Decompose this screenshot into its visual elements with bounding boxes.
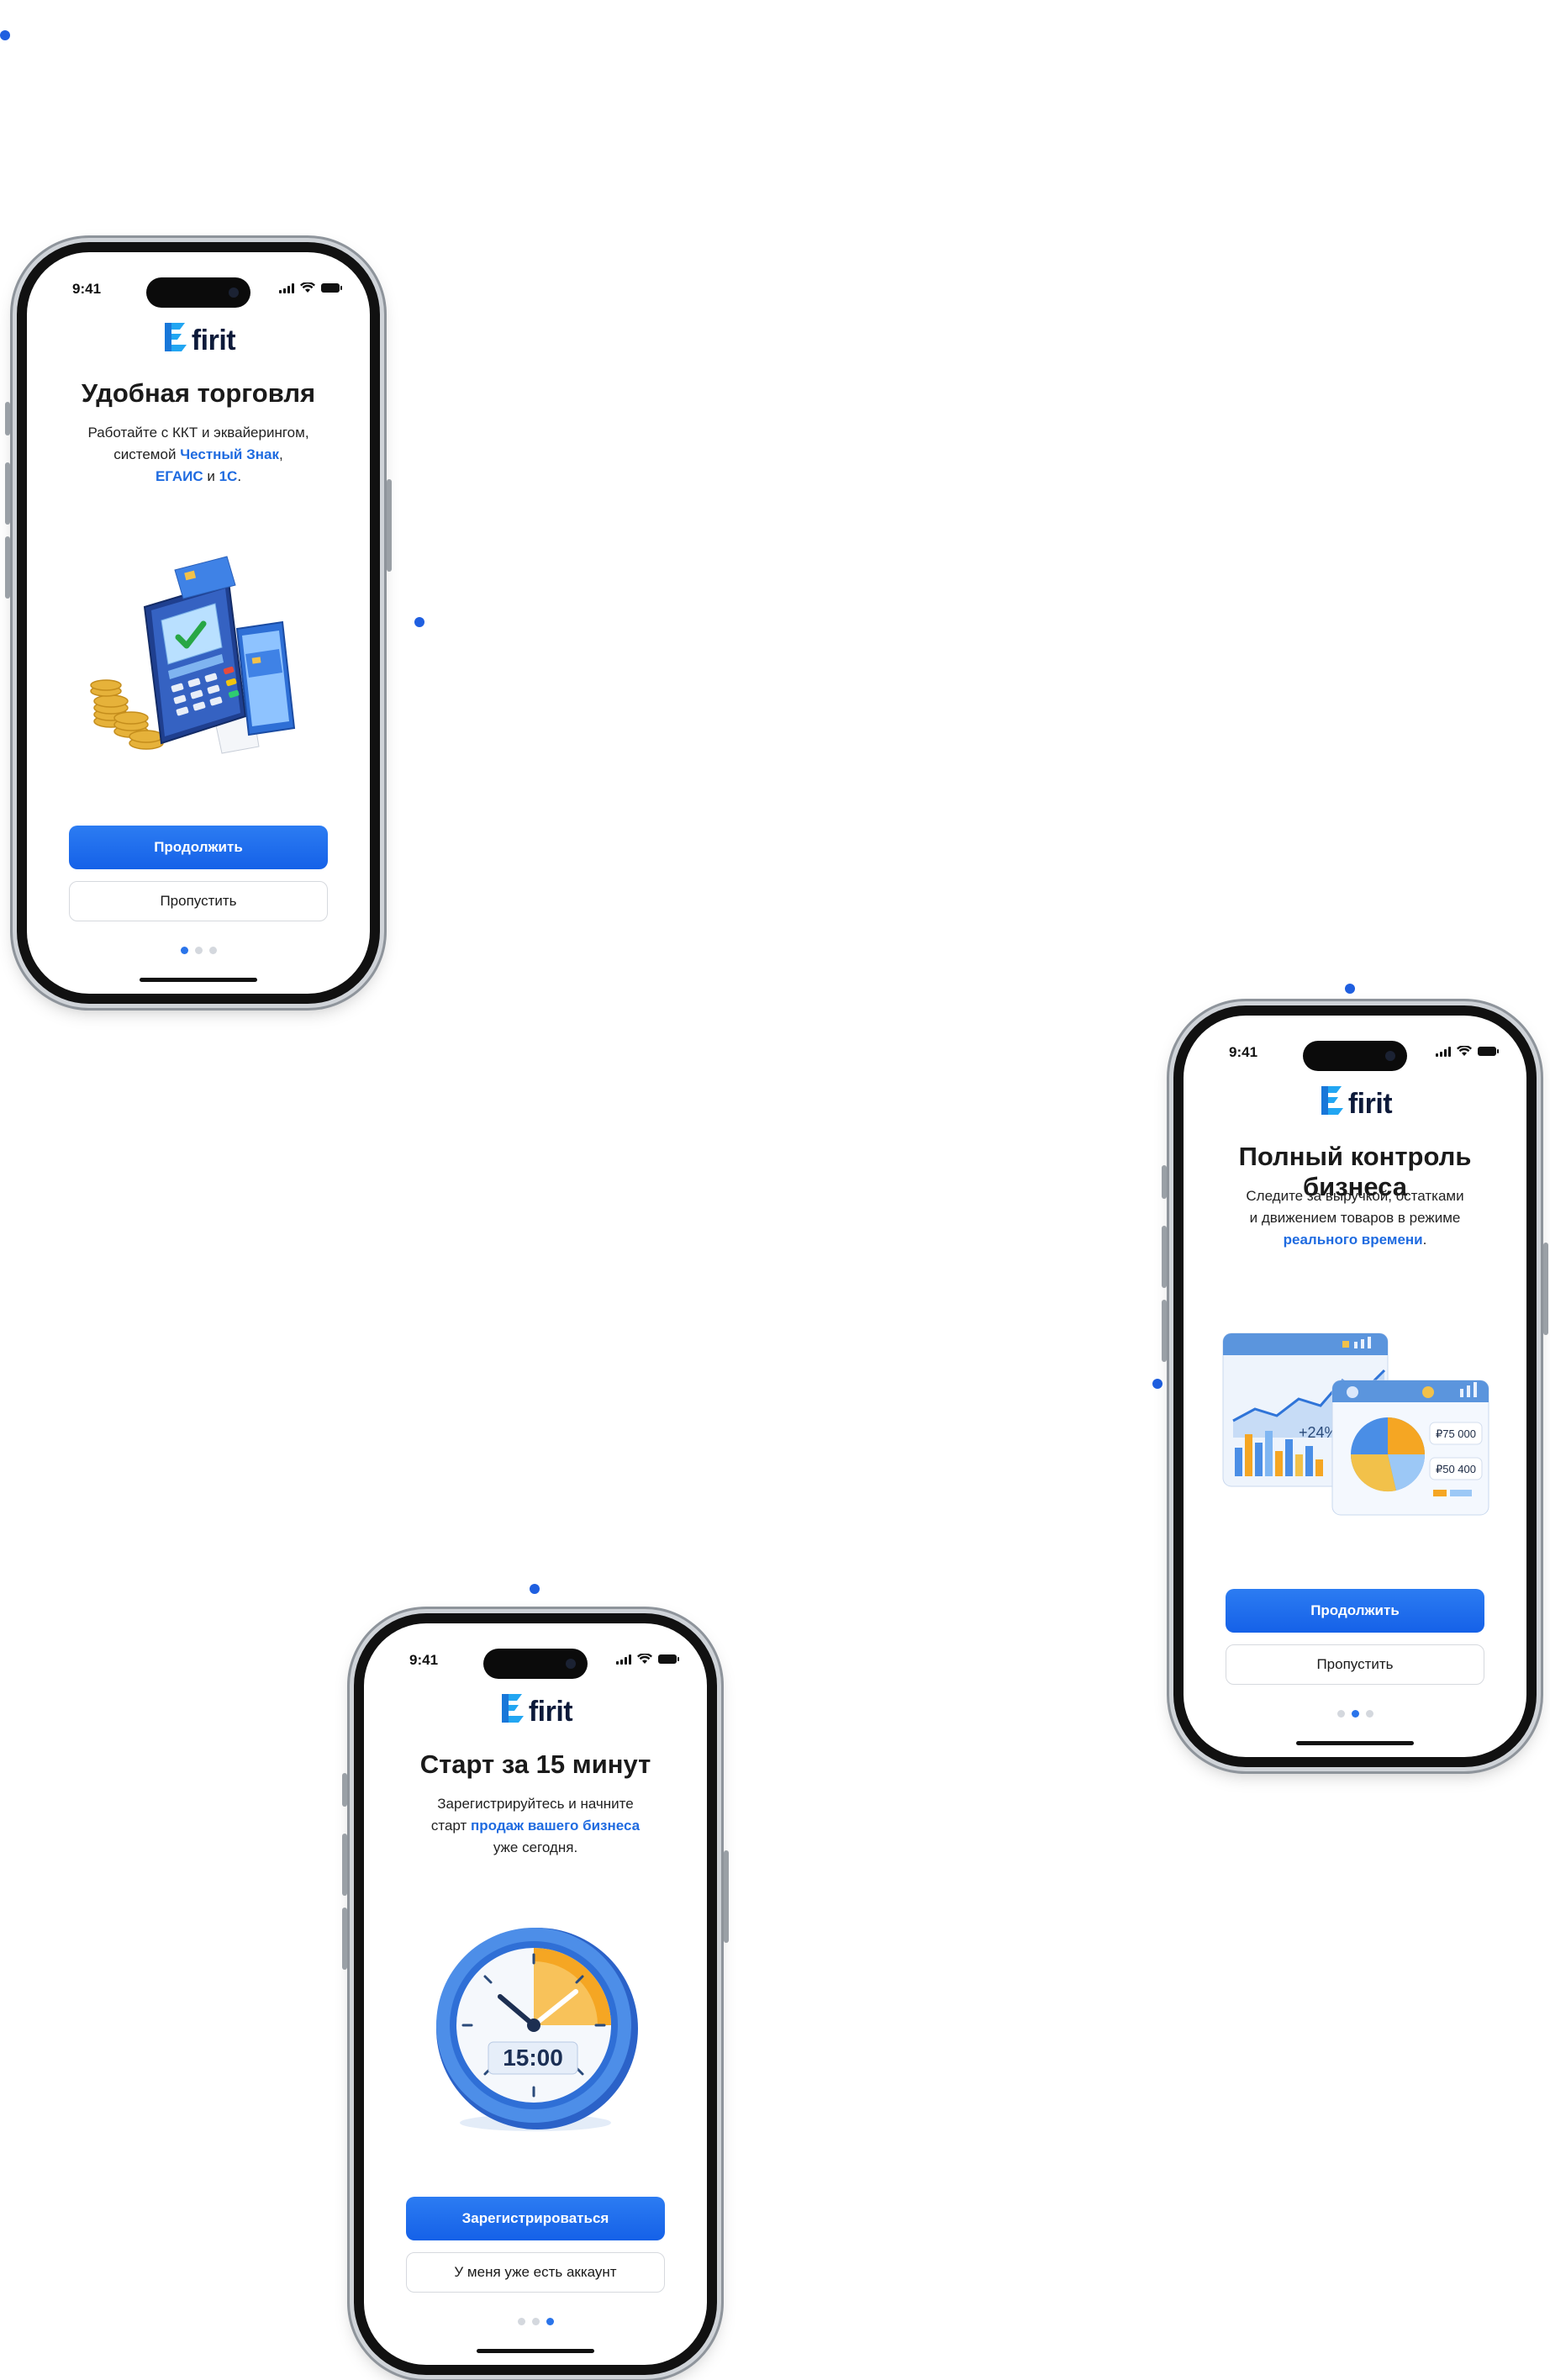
link-egais[interactable]: ЕГАИС [155, 468, 203, 484]
screen: 9:41 firit Старт за 15 минут Зарегистрир… [364, 1623, 707, 2365]
home-indicator [140, 978, 257, 982]
status-time: 9:41 [72, 281, 102, 297]
page-indicator [1184, 1710, 1526, 1718]
status-time: 9:41 [1229, 1044, 1258, 1060]
link-realtime[interactable]: реального времени [1283, 1232, 1423, 1248]
payment-terminal-icon [90, 556, 296, 754]
screen: 9:41 firit Удобная торговля Работайте с … [27, 252, 370, 994]
battery-icon [321, 283, 342, 293]
value-pill-2: ₽50 400 [1436, 1463, 1476, 1475]
decor-dot [1345, 984, 1355, 994]
signal-icon [279, 282, 294, 293]
phone-onboarding-1: 9:41 firit Удобная торговля Работайте с … [5, 242, 392, 1004]
signal-icon [1436, 1046, 1451, 1057]
have-account-button[interactable]: У меня уже есть аккаунт [406, 2252, 665, 2293]
skip-button[interactable]: Пропустить [69, 881, 328, 921]
clock-icon: 15:00 [436, 1928, 638, 2131]
page-title: Старт за 15 минут [419, 1749, 651, 1779]
decor-dot [414, 617, 424, 627]
continue-button[interactable]: Продолжить [69, 826, 328, 869]
page-description: Зарегистрируйтесь и начните старт продаж… [430, 1796, 641, 1855]
page-description: Следите за выручкой, остатками и движени… [1246, 1188, 1464, 1248]
page-dot-active [180, 947, 188, 954]
efirit-logo-mark-icon [501, 1694, 524, 1723]
efirit-logo: firit [1184, 1083, 1526, 1118]
register-button[interactable]: Зарегистрироваться [406, 2197, 665, 2240]
decor-dot [0, 30, 10, 40]
link-sales[interactable]: продаж вашего бизнеса [471, 1818, 641, 1834]
page-description: Работайте с ККТ и эквайерингом, системой… [87, 425, 309, 484]
page-dot [194, 947, 203, 954]
growth-label: +24% [1299, 1424, 1338, 1441]
link-1c[interactable]: 1С [219, 468, 238, 484]
wifi-icon [1457, 1046, 1472, 1056]
logo-text: firit [191, 325, 236, 356]
efirit-logo-mark-icon [1321, 1086, 1343, 1115]
efirit-logo-mark-icon [164, 323, 187, 351]
page-dot [531, 2318, 540, 2325]
signal-icon [616, 1654, 631, 1665]
battery-icon [658, 1654, 679, 1664]
page-dot-active [1351, 1710, 1359, 1718]
page-indicator [364, 2318, 707, 2325]
page-title: Удобная торговля [81, 378, 316, 408]
home-indicator [477, 2349, 594, 2353]
wifi-icon [300, 282, 315, 293]
status-bar: 9:41 [1184, 1041, 1526, 1071]
status-bar: 9:41 [364, 1649, 707, 1679]
home-indicator [1296, 1741, 1414, 1745]
continue-button[interactable]: Продолжить [1226, 1589, 1484, 1633]
wifi-icon [637, 1654, 652, 1664]
efirit-logo: firit [27, 319, 370, 355]
page-dot-active [546, 2318, 554, 2325]
clock-label: 15:00 [503, 2045, 563, 2071]
decor-dot [530, 1584, 540, 1594]
page-dot [517, 2318, 525, 2325]
value-pill-1: ₽75 000 [1436, 1427, 1476, 1440]
page-dot [1336, 1710, 1345, 1718]
page-dot [1365, 1710, 1373, 1718]
page-title: Полный контроль бизнеса [1238, 1142, 1472, 1201]
page-dot [208, 947, 217, 954]
dynamic-island [1303, 1041, 1407, 1071]
status-time: 9:41 [409, 1652, 439, 1668]
efirit-logo: firit [364, 1691, 707, 1726]
logo-text: firit [1347, 1088, 1393, 1120]
page-indicator [27, 947, 370, 954]
logo-text: firit [528, 1696, 573, 1728]
link-chestny-znak[interactable]: Честный Знак [180, 446, 279, 462]
decor-dot [1152, 1379, 1162, 1389]
analytics-dashboard-icon: +24% [1222, 1332, 1489, 1516]
screen: 9:41 firit Полный контроль бизнеса Следи… [1184, 1016, 1526, 1757]
skip-button[interactable]: Пропустить [1226, 1644, 1484, 1685]
phone-onboarding-2: 9:41 firit Полный контроль бизнеса Следи… [1162, 1005, 1548, 1767]
dynamic-island [146, 277, 250, 308]
status-bar: 9:41 [27, 277, 370, 308]
phone-onboarding-3: 9:41 firit Старт за 15 минут Зарегистрир… [342, 1613, 729, 2375]
battery-icon [1478, 1047, 1499, 1056]
dynamic-island [483, 1649, 588, 1679]
